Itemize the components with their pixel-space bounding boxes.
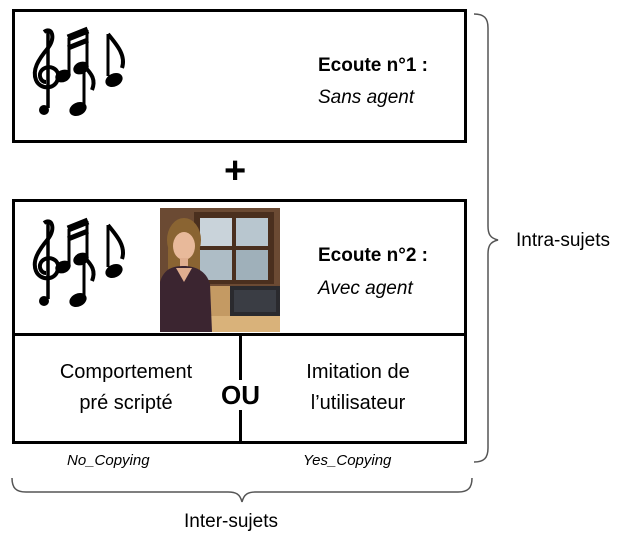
yes-copying-caption: Yes_Copying — [303, 452, 392, 469]
condition-right-line2: l’utilisateur — [310, 392, 406, 414]
intra-subjects-brace — [473, 13, 499, 463]
virtual-agent-image — [160, 208, 280, 332]
listen1-subtitle: Sans agent — [318, 87, 415, 108]
music-notes-icon — [32, 26, 125, 117]
inter-subjects-brace — [11, 477, 473, 503]
box-divider-horizontal — [12, 333, 467, 336]
condition-right-line1: Imitation de — [306, 361, 410, 383]
condition-left-line1: Comportement — [59, 361, 193, 383]
inter-subjects-label: Inter-sujets — [184, 511, 278, 532]
or-separator: OU — [220, 380, 261, 410]
listen1-title: Ecoute n°1 : — [318, 55, 429, 76]
listen2-title: Ecoute n°2 : — [318, 245, 429, 266]
condition-left-line2: pré scripté — [79, 392, 173, 414]
music-notes-icon — [32, 217, 125, 308]
intra-subjects-label: Intra-sujets — [516, 230, 610, 251]
plus-sign: + — [224, 150, 247, 192]
listen2-subtitle: Avec agent — [318, 278, 413, 299]
condition-right-text: Imitation de l’utilisateur — [252, 357, 464, 419]
condition-left-text: Comportement pré scripté — [20, 357, 232, 419]
no-copying-caption: No_Copying — [67, 452, 150, 469]
